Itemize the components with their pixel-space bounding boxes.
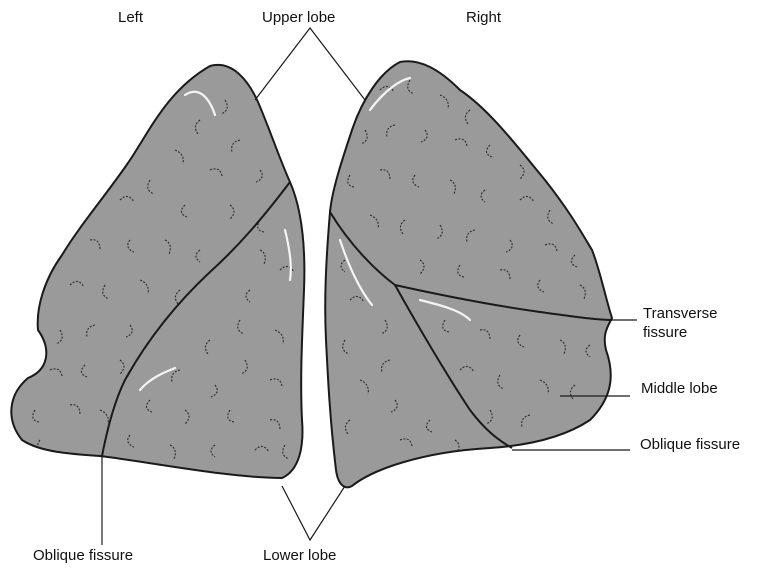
left-lung [11,65,304,478]
label-oblique-fissure-right: Oblique fissure [640,436,740,453]
lower-lobe-leader [282,486,345,540]
label-oblique-fissure-left: Oblique fissure [33,547,133,564]
upper-lobe-leader [255,28,365,100]
right-lung [325,61,612,487]
label-transverse-fissure-line1: Transverse [643,305,717,322]
label-lower-lobe: Lower lobe [263,547,336,564]
label-middle-lobe: Middle lobe [641,380,718,397]
left-lung-outline [11,65,304,478]
right-lung-outline [325,61,612,487]
label-left: Left [118,9,144,26]
label-transverse-fissure-line2: fissure [643,324,687,341]
label-upper-lobe: Upper lobe [262,9,335,26]
label-right: Right [466,9,502,26]
